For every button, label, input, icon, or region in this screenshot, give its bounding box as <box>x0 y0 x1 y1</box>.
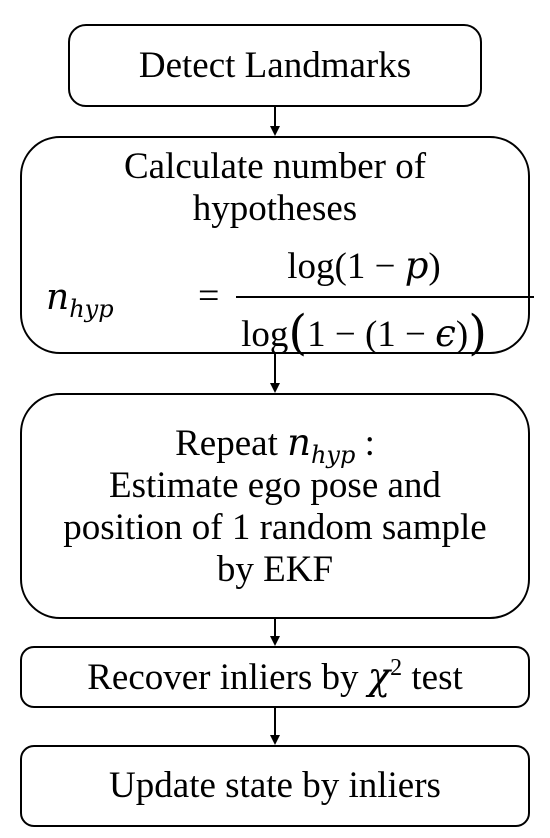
recover-var-chi: χ <box>367 654 391 698</box>
recover-sup-2: 2 <box>390 654 403 681</box>
den-paren-open: ( <box>288 305 308 361</box>
num-var-p: p <box>404 244 429 287</box>
formula-lhs-var: n <box>46 277 70 318</box>
arrow-3 <box>270 619 280 646</box>
calc-line-1: Calculate number of <box>123 146 427 187</box>
calc-line-2: hypotheses <box>192 188 358 229</box>
hypotheses-formula: nhyp = log(1 − p) log(1 − (1 − ϵ)) <box>46 244 534 361</box>
den-part-b: 1 − (1 − <box>307 314 426 355</box>
repeat-colon: : <box>364 422 375 464</box>
formula-equals: = <box>198 275 220 317</box>
num-part-a: log(1 − <box>287 246 396 287</box>
recover-line: Recover inliers by χ2 test <box>87 654 463 699</box>
step-detect-landmarks: Detect Landmarks <box>68 24 482 107</box>
den-paren-close: ) <box>468 305 487 361</box>
arrow-2 <box>270 354 280 393</box>
formula-numerator: log(1 − p) <box>194 244 534 288</box>
repeat-line-3: position of 1 random sample <box>63 506 487 548</box>
den-var-epsilon: ϵ <box>435 312 456 355</box>
arrow-1 <box>270 107 280 136</box>
repeat-line-1: Repeat nhyp : <box>175 420 375 467</box>
num-part-b: ) <box>428 246 441 287</box>
repeat-prefix: Repeat <box>175 422 278 464</box>
step-recover-inliers: Recover inliers by χ2 test <box>20 646 530 708</box>
repeat-sub-hyp: hyp <box>310 440 356 469</box>
step-calculate-hypotheses: Calculate number of hypotheses <box>20 136 530 354</box>
step-repeat-estimate: Repeat nhyp : Estimate ego pose and posi… <box>20 393 530 619</box>
repeat-var-n: n <box>287 420 311 464</box>
den-part-c: ) <box>455 314 469 355</box>
step-detect-label: Detect Landmarks <box>138 44 412 86</box>
recover-prefix: Recover inliers by <box>87 656 359 698</box>
update-label: Update state by inliers <box>109 765 441 806</box>
repeat-line-4: by EKF <box>216 548 334 590</box>
formula-lhs: nhyp <box>46 276 114 321</box>
formula-denominator: log(1 − (1 − ϵ)) <box>194 302 534 361</box>
den-part-a: log <box>241 314 289 355</box>
formula-lhs-sub: hyp <box>69 295 114 323</box>
step-update-state: Update state by inliers <box>20 745 530 827</box>
fraction-bar <box>236 296 534 298</box>
repeat-line-2: Estimate ego pose and <box>109 464 441 506</box>
arrow-4 <box>270 708 280 745</box>
recover-suffix: test <box>411 656 463 698</box>
